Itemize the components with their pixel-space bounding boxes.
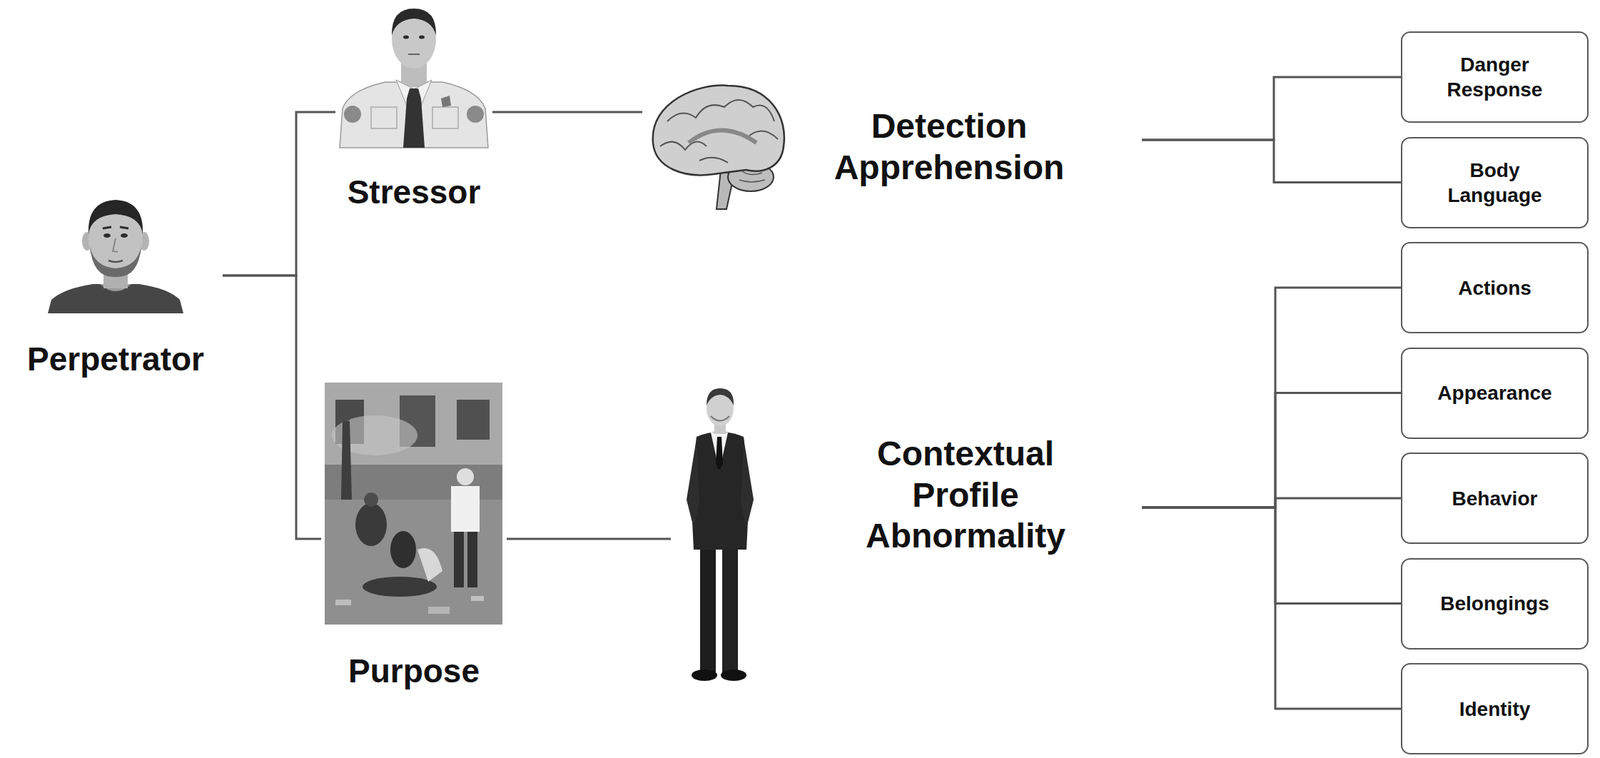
scene-photo <box>363 492 379 507</box>
guard-photo <box>418 35 425 40</box>
scene-photo <box>471 595 484 601</box>
connector-line <box>222 275 322 539</box>
category-label: Behavior <box>1452 485 1538 511</box>
category-box: Behavior <box>1400 452 1589 544</box>
category-label: Belongings <box>1440 590 1549 616</box>
scene-photo <box>453 531 464 588</box>
node-label: Purpose <box>321 651 507 691</box>
category-label: Actions <box>1457 275 1532 301</box>
perpetrator-photo <box>47 199 184 314</box>
photo-node: Purpose <box>321 382 507 698</box>
concept-node: Detection Apprehension <box>642 78 1142 215</box>
category-box: Danger Response <box>1400 31 1589 123</box>
scene-photo <box>467 531 478 588</box>
brain-icon <box>652 85 785 210</box>
scene-photo <box>324 382 503 625</box>
scene-photo <box>362 576 437 597</box>
businessman-figure <box>690 431 750 550</box>
guard-photo <box>466 105 484 123</box>
perpetrator-photo <box>103 233 111 238</box>
connector-line <box>1141 287 1401 508</box>
connector-line <box>1141 507 1401 604</box>
brain-icon <box>699 157 728 163</box>
perpetrator-photo <box>112 238 118 252</box>
brain-icon <box>652 85 785 176</box>
scene-photo <box>390 530 417 569</box>
businessman-figure <box>720 669 747 681</box>
guard-photo <box>432 107 459 129</box>
guard-photo <box>403 88 425 148</box>
category-box: Body Language <box>1400 137 1589 229</box>
businessman-figure <box>710 432 728 472</box>
businessman-figure <box>706 388 734 406</box>
scene-photo <box>417 548 443 582</box>
guard-photo <box>391 8 437 36</box>
connector-line <box>1141 393 1401 509</box>
guard-photo <box>339 82 489 148</box>
scene-photo <box>428 606 450 614</box>
guard-photo <box>371 107 397 129</box>
connector-line <box>1141 139 1401 183</box>
perpetrator-photo <box>119 226 129 229</box>
brain-icon <box>660 142 707 150</box>
scene-photo <box>340 409 352 422</box>
businessman-figure <box>722 542 738 673</box>
guard-photo <box>403 35 409 40</box>
guard-photo <box>339 8 489 148</box>
businessman-figure <box>740 438 754 529</box>
brain-icon <box>749 131 778 140</box>
category-box: Identity <box>1400 662 1589 755</box>
category-box: Belongings <box>1400 558 1589 650</box>
scene-photo <box>456 399 490 440</box>
guard-photo <box>408 53 420 55</box>
perpetrator-photo <box>102 226 112 229</box>
businessman-figure <box>686 388 754 681</box>
businessman-figure <box>715 436 723 472</box>
perpetrator-photo <box>120 233 128 238</box>
connector-line <box>222 112 336 276</box>
scene-photo <box>355 503 387 546</box>
scene-photo <box>451 485 480 532</box>
concept-node: Contextual Profile Abnormality <box>670 385 1142 686</box>
scene-photo <box>324 382 503 625</box>
businessman-figure <box>710 416 730 422</box>
perpetrator-photo <box>108 260 123 262</box>
scene-photo <box>341 421 352 500</box>
category-box: Appearance <box>1400 347 1589 439</box>
category-label: Identity <box>1459 696 1531 722</box>
guard-photo <box>441 95 452 108</box>
category-label: Body Language <box>1430 157 1560 208</box>
perpetrator-photo <box>89 246 142 277</box>
scene-photo <box>335 599 352 606</box>
connector-line <box>1141 507 1401 709</box>
connector-line <box>492 111 643 114</box>
photo-node: Stressor <box>335 4 493 220</box>
concept-label: Detection Apprehension <box>820 105 1078 188</box>
connector-line <box>506 538 671 541</box>
brain-icon <box>688 130 757 144</box>
photo-node: Perpetrator <box>8 186 223 387</box>
category-label: Danger Response <box>1430 52 1560 103</box>
scene-photo <box>456 468 474 486</box>
connector-line <box>1141 77 1401 140</box>
brain-icon <box>667 99 775 122</box>
guard-photo <box>343 105 362 123</box>
businessman-figure <box>700 542 716 673</box>
perpetrator-photo <box>47 284 184 314</box>
scene-photo <box>324 382 503 465</box>
category-label: Appearance <box>1437 380 1552 406</box>
perpetrator-photo <box>88 199 143 235</box>
node-label: Stressor <box>335 172 493 212</box>
brain-icon <box>739 171 766 182</box>
connector-line <box>1141 498 1401 508</box>
node-label: Perpetrator <box>8 339 223 379</box>
businessman-figure <box>686 438 700 529</box>
businessman-figure <box>691 669 718 681</box>
category-box: Actions <box>1400 241 1589 334</box>
concept-label: Contextual Profile Abnormality <box>837 433 1095 557</box>
